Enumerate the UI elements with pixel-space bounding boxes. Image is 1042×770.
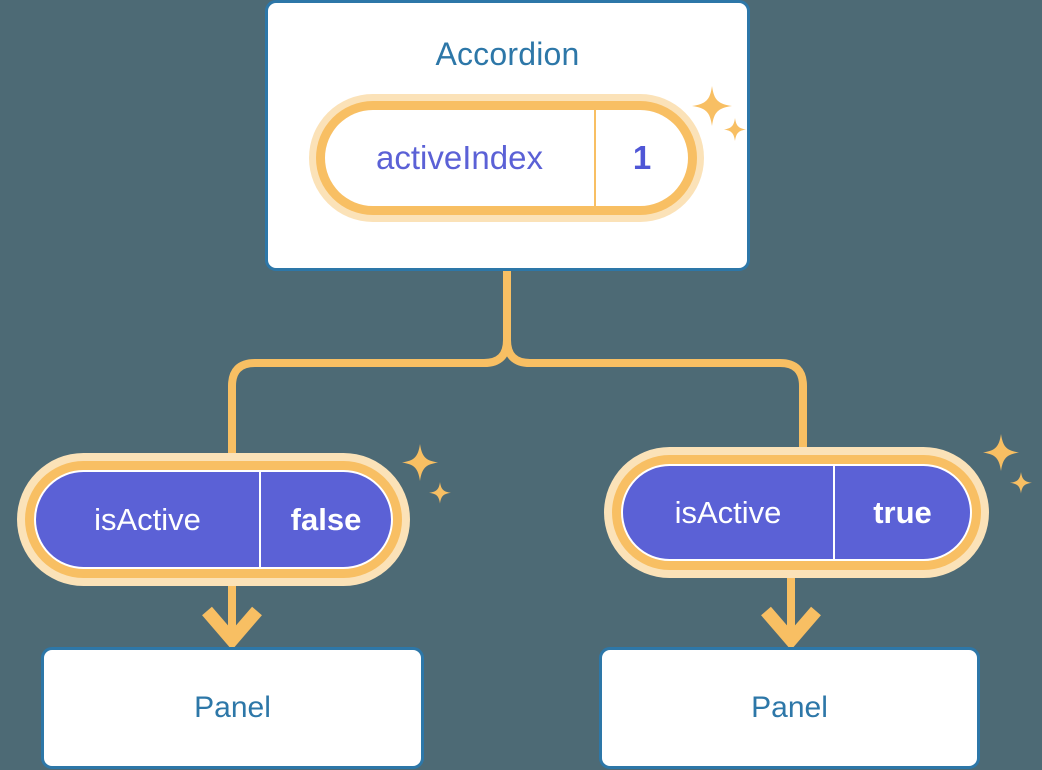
connector-right-branch xyxy=(503,267,807,459)
component-title: Accordion xyxy=(435,36,580,72)
state-key-label: activeIndex xyxy=(325,110,596,206)
arrowhead-left xyxy=(202,606,262,650)
state-value-label: false xyxy=(290,501,362,537)
state-pill-isactive-false[interactable]: isActive false xyxy=(17,453,410,586)
state-value-label: true xyxy=(873,494,932,530)
pill-body: isActive false xyxy=(34,470,393,569)
state-pill-activeindex[interactable]: activeIndex 1 xyxy=(309,94,704,222)
panel-title: Panel xyxy=(194,691,271,724)
state-value-label: 1 xyxy=(632,139,652,176)
state-key-label: isActive xyxy=(623,466,835,559)
state-pill-isactive-true[interactable]: isActive true xyxy=(604,447,989,578)
pill-body: activeIndex 1 xyxy=(325,110,688,206)
panel-title: Panel xyxy=(751,691,828,724)
arrowhead-right xyxy=(761,606,821,650)
panel-box-right[interactable]: Panel xyxy=(599,647,980,769)
state-key-label: isActive xyxy=(36,472,261,567)
connector-left-branch xyxy=(228,267,511,464)
panel-box-left[interactable]: Panel xyxy=(41,647,424,769)
pill-body: isActive true xyxy=(621,464,972,561)
